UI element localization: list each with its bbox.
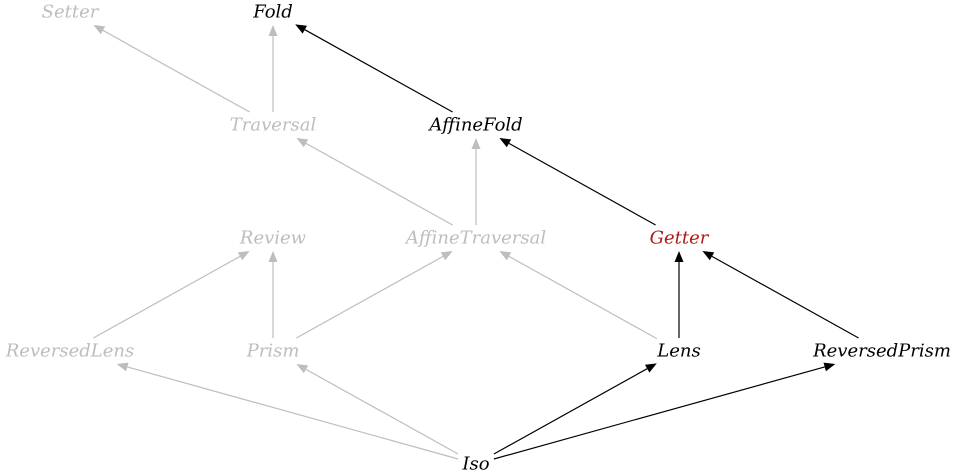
arrowhead-icon: [645, 363, 657, 373]
arrowhead-icon: [499, 251, 512, 261]
edge-prism-to-review: [268, 251, 278, 338]
edge-line: [493, 366, 825, 460]
edge-line: [296, 255, 444, 339]
node-iso: Iso: [461, 454, 489, 474]
edge-line: [493, 368, 648, 455]
edge-prism-to-affine-traversal: [296, 251, 453, 339]
edge-traversal-to-fold: [268, 25, 278, 112]
edge-lens-to-affine-traversal: [499, 251, 658, 340]
edge-line: [304, 29, 453, 113]
edge-affine-traversal-to-affine-fold: [471, 138, 481, 225]
edge-iso-to-lens: [493, 363, 657, 455]
node-traversal: Traversal: [230, 115, 317, 136]
edge-line: [127, 366, 459, 460]
arrowhead-icon: [471, 138, 481, 149]
edge-line: [305, 142, 453, 226]
node-reversed-prism: ReversedPrism: [812, 341, 951, 362]
arrowhead-icon: [116, 362, 129, 372]
edge-iso-to-reversed-lens: [116, 362, 459, 460]
arrowhead-icon: [823, 362, 836, 372]
arrowhead-icon: [295, 24, 307, 34]
node-reversed-lens: ReversedLens: [5, 341, 134, 362]
node-review: Review: [239, 228, 307, 249]
edge-affine-fold-to-fold: [295, 24, 453, 113]
node-lens: Lens: [656, 341, 700, 362]
edge-getter-to-affine-fold: [499, 138, 656, 226]
arrowhead-icon: [702, 251, 715, 261]
edge-iso-to-prism: [296, 364, 459, 455]
edge-line: [711, 255, 859, 339]
edge-lens-to-getter: [674, 251, 684, 338]
node-getter: Getter: [650, 228, 710, 249]
edge-iso-to-reversed-prism: [493, 362, 836, 460]
node-fold: Fold: [252, 2, 293, 23]
arrowhead-icon: [440, 251, 453, 261]
node-affine-traversal: AffineTraversal: [404, 228, 546, 249]
arrowhead-icon: [93, 25, 106, 35]
edges-layer: [93, 24, 859, 460]
edge-line: [508, 255, 658, 340]
node-prism: Prism: [246, 341, 300, 362]
node-affine-fold: AffineFold: [427, 115, 522, 136]
arrowhead-icon: [499, 138, 512, 148]
arrowhead-icon: [296, 364, 309, 374]
edge-line: [508, 142, 656, 226]
arrowhead-icon: [268, 251, 278, 262]
edge-affine-traversal-to-traversal: [296, 138, 453, 226]
arrowhead-icon: [674, 251, 684, 262]
edge-reversed-lens-to-review: [93, 251, 250, 339]
edge-line: [305, 368, 459, 455]
arrowhead-icon: [296, 138, 309, 148]
edge-traversal-to-setter: [93, 25, 250, 113]
node-setter: Setter: [42, 2, 100, 23]
arrowhead-icon: [237, 251, 250, 261]
edge-line: [102, 29, 250, 113]
arrowhead-icon: [268, 25, 278, 36]
edge-reversed-prism-to-getter: [702, 251, 859, 339]
edge-line: [93, 255, 241, 339]
